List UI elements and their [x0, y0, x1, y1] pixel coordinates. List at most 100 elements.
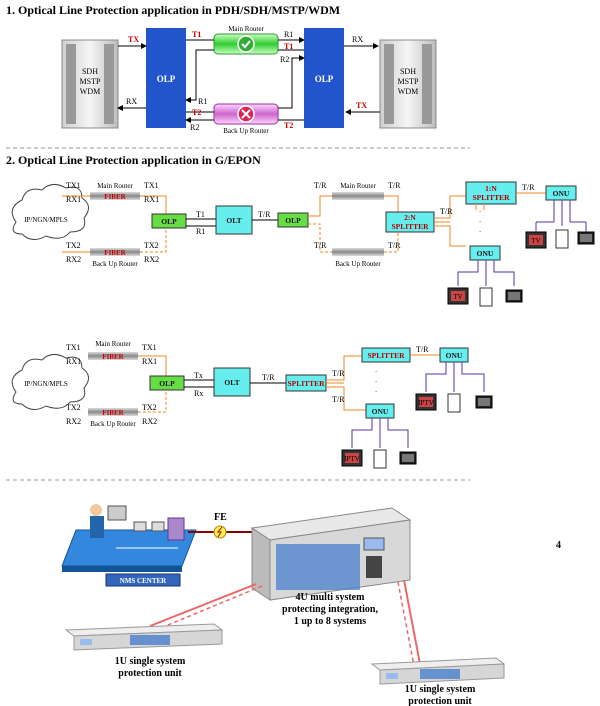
s3-onu-bottom-label: ONU — [372, 407, 389, 416]
s3-olt — [213, 367, 251, 397]
s3-olp-label: OLP — [159, 379, 175, 388]
s2-tx2-left: TX2 — [66, 241, 81, 250]
s2-tr-6: T/R — [522, 183, 535, 192]
s2-r1: R1 — [196, 227, 205, 236]
s2-phone-top-icon — [555, 229, 569, 249]
s3-tx: Tx — [194, 371, 203, 380]
olp-left-label: OLP — [157, 74, 176, 84]
s1-t2-left: T2 — [192, 108, 201, 117]
s3-onu-top-label: ONU — [446, 351, 463, 360]
s3-tx2-right: TX2 — [142, 403, 157, 412]
s3-main-router-label: Main Router — [95, 340, 131, 348]
s2-t1: T1 — [196, 210, 205, 219]
s2-tr-2: T/R — [314, 241, 327, 250]
right-sdh-rack: SDH MSTP WDM — [379, 39, 437, 129]
s3-tr-3: T/R — [416, 345, 429, 354]
s2-cloud-label: IP/NGN/MPLS — [24, 216, 68, 224]
s1-r1-right: R1 — [284, 30, 293, 39]
s3-backup-fiber — [88, 408, 138, 416]
s2-backup-router-label: Back Up Router — [92, 260, 138, 268]
link-to-right-unit — [403, 579, 421, 665]
left-rack-line2: MSTP — [80, 77, 101, 86]
nms-center-banner — [105, 573, 181, 587]
s2-main-router-label-2: Main Router — [340, 182, 376, 190]
check-icon — [237, 35, 255, 53]
s1-left-rx: RX — [126, 97, 137, 106]
svg-text:·: · — [375, 378, 377, 386]
s3-tx2-left: TX2 — [66, 403, 81, 412]
left-unit-line2: protection unit — [118, 668, 182, 679]
s2-onu-top — [545, 185, 577, 201]
s3-phone-bottom-icon — [373, 449, 387, 469]
s3-tr-2: T/R — [332, 395, 345, 404]
s3-main-fiber — [88, 352, 138, 360]
s3-splitter-main-label: SPLITTER — [287, 379, 325, 388]
big-unit-line1: 4U multi system — [296, 592, 366, 603]
big-unit-line2: protecting integration, — [282, 604, 378, 615]
s3-rx1-left: RX1 — [66, 357, 81, 366]
s3-phone-top-icon — [447, 393, 461, 413]
s2-splitter-1n-line2: SPLITTER — [472, 193, 510, 202]
s2-main-fiber-label: FIBER — [104, 193, 126, 201]
s2-olp-left — [151, 213, 187, 229]
s1-r2-right: R2 — [280, 55, 289, 64]
s3-backup-router-label: Back Up Router — [90, 420, 136, 428]
s2-tx1-right: TX1 — [144, 181, 159, 190]
s2-onu-bottom — [469, 245, 501, 261]
right-rack-line2: MSTP — [398, 77, 419, 86]
s3-splitter-top-label: SPLITTER — [367, 351, 405, 360]
s2-rx1-right: RX1 — [144, 195, 159, 204]
left-sdh-rack: SDH MSTP WDM — [61, 39, 119, 129]
s2-tr-4: T/R — [388, 241, 401, 250]
s3-olp — [149, 375, 185, 391]
s3-olt-label: OLT — [224, 378, 239, 387]
s1-left-tx: TX — [128, 35, 139, 44]
s2-rx2-left: RX2 — [66, 255, 81, 264]
svg-text:·: · — [479, 218, 481, 226]
right-unit-line2: protection unit — [408, 696, 472, 706]
right-rack-line3: WDM — [398, 87, 418, 96]
s2-tv-bottom-label: TV — [453, 293, 462, 301]
s2-tr-5: T/R — [440, 207, 453, 216]
s1-main-router-label: Main Router — [228, 25, 264, 33]
svg-text:·: · — [375, 388, 377, 396]
s3-iptv-top-label: IPTV — [418, 399, 434, 407]
s2-splitter-2n-line2: SPLITTER — [391, 222, 429, 231]
s2-splitter-1n-line1: 1:N — [485, 184, 497, 193]
s2-onu-bottom-label: ONU — [477, 249, 494, 258]
right-unit-line1: 1U single system — [405, 684, 476, 695]
s1-r2-left: R2 — [190, 123, 199, 132]
1u-right-unit-illustration — [370, 657, 506, 685]
nms-center-illustration — [61, 504, 197, 572]
s1-right-tx: TX — [356, 101, 367, 110]
s2-backup-fiber-2 — [332, 248, 384, 256]
s2-splitter-2n-line1: 2:N — [404, 213, 416, 222]
s2-main-router-label: Main Router — [97, 182, 133, 190]
s2-rx1-left: RX1 — [66, 195, 81, 204]
s3-iptv-bottom-label: IPTV — [344, 455, 360, 463]
page-number: 4 — [556, 540, 561, 551]
cloud-icon — [11, 184, 89, 240]
s2-main-fiber — [90, 192, 140, 200]
s2-backup-fiber-label: FIBER — [104, 249, 126, 257]
s3-main-fiber-label: FIBER — [102, 353, 124, 361]
s3-cloud-label: IP/NGN/MPLS — [24, 380, 68, 388]
s2-tr-olt: T/R — [258, 210, 271, 219]
s2-onu-top-label: ONU — [553, 189, 570, 198]
s2-tx1-left: TX1 — [66, 181, 81, 190]
s2-tr-3: T/R — [388, 181, 401, 190]
s2-olp-left-label: OLP — [161, 217, 177, 226]
section2-title: 2. Optical Line Protection application i… — [6, 153, 261, 167]
s3-rx: Rx — [194, 389, 203, 398]
big-unit-line3: 1 up to 8 systems — [294, 616, 366, 627]
s2-backup-router-label-2: Back Up Router — [335, 260, 381, 268]
s1-t1-left: T1 — [192, 30, 201, 39]
fe-label: FE — [214, 512, 227, 523]
cloud-icon-2 — [11, 354, 89, 410]
s1-backup-router-label: Back Up Router — [223, 127, 269, 135]
svg-text:·: · — [375, 368, 377, 376]
s3-tx1-left: TX1 — [66, 343, 81, 352]
s1-r1-left: R1 — [198, 97, 207, 106]
s2-tv-top-label: TV — [531, 237, 540, 245]
